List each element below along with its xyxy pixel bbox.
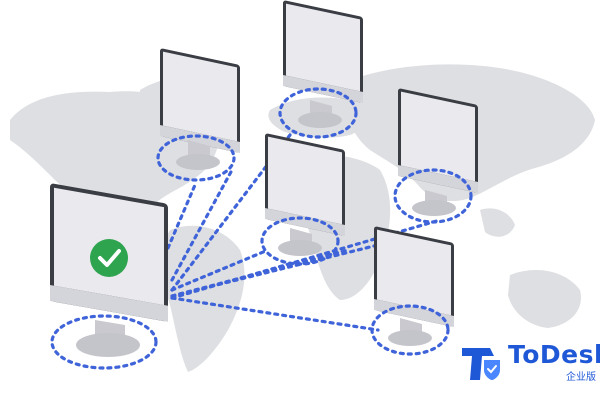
monitor-center <box>260 133 345 266</box>
monitor-main-highlight-ring <box>50 314 158 370</box>
monitor-top-center <box>278 0 363 139</box>
monitor-right-top <box>393 88 478 224</box>
check-icon <box>90 239 128 277</box>
brand-name: ToDesk <box>508 340 600 369</box>
brand-logo: ToDesk 企业版 <box>460 338 600 388</box>
monitor-right-bottom <box>370 226 454 356</box>
monitor-top-left <box>156 48 240 182</box>
monitor-main-stand <box>50 314 158 370</box>
brand-subtitle: 企业版 <box>566 372 596 383</box>
todesk-logo-icon <box>462 348 500 380</box>
